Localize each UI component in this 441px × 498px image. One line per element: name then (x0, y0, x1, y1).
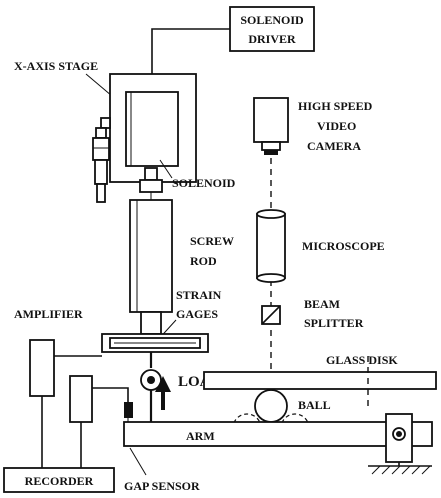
driver-wire (151, 28, 230, 92)
camera-label-1: HIGH SPEED (298, 99, 373, 113)
ground-hatch (371, 465, 431, 475)
camera-lens-mount (261, 141, 281, 151)
gap-sensor-label: GAP SENSOR (124, 479, 200, 493)
beam-splitter-mirror (261, 305, 281, 325)
micrometer-thimble (94, 159, 108, 185)
camera-body (253, 97, 289, 143)
solenoid-driver-label-2: DRIVER (248, 32, 296, 46)
camera-label-2: VIDEO (317, 119, 356, 133)
arm-beam (123, 421, 433, 447)
screw-rod-label-2: ROD (190, 254, 217, 268)
micrometer-mount (100, 117, 111, 129)
microscope-top (256, 209, 286, 219)
beam-splitter-label-1: BEAM (304, 297, 340, 311)
microscope-bottom (256, 273, 286, 283)
glass-disk (203, 371, 437, 390)
x-axis-stage-label: X-AXIS STAGE (14, 59, 98, 73)
rod-lower (140, 311, 162, 335)
gap-amplifier-box (69, 375, 93, 423)
recorder-box (3, 467, 115, 493)
strain-gages-label-2: GAGES (176, 307, 218, 321)
ball (254, 389, 288, 423)
beam-splitter-label-2: SPLITTER (304, 316, 364, 330)
plunger-coupler (139, 179, 163, 193)
arm-label: ARM (186, 429, 215, 443)
x-axis-stage-leader (85, 73, 113, 97)
solenoid-leader (159, 159, 173, 179)
camera-lens (264, 150, 278, 155)
pivot-pin-center (396, 431, 402, 437)
solenoid-body (125, 91, 179, 167)
solenoid-driver-label-1: SOLENOID (240, 13, 304, 27)
microscope-label: MICROSCOPE (302, 239, 385, 253)
solenoid-label: SOLENOID (172, 176, 236, 190)
amplifier-label: AMPLIFIER (14, 307, 83, 321)
glass-disk-label: GLASS DISK (326, 353, 398, 367)
screw-rod (129, 199, 173, 313)
load-pivot-center (147, 376, 155, 384)
recorder-label: RECORDER (25, 474, 94, 488)
micrometer-barrel (92, 137, 110, 161)
micrometer-collar (95, 127, 107, 139)
micrometer-knob (96, 183, 106, 203)
load-arrow (155, 376, 171, 410)
gap-amplifier-wire-in (92, 387, 129, 402)
gap-sensor-leader (129, 447, 147, 476)
plunger (144, 167, 158, 181)
camera-label-3: CAMERA (307, 139, 361, 153)
amplifier-box (29, 339, 55, 397)
microscope-body (256, 213, 286, 279)
strain-gages-label-1: STRAIN (176, 288, 222, 302)
ball-label: BALL (298, 398, 331, 412)
screw-rod-label-1: SCREW (190, 234, 234, 248)
gap-sensor-head (124, 402, 133, 418)
